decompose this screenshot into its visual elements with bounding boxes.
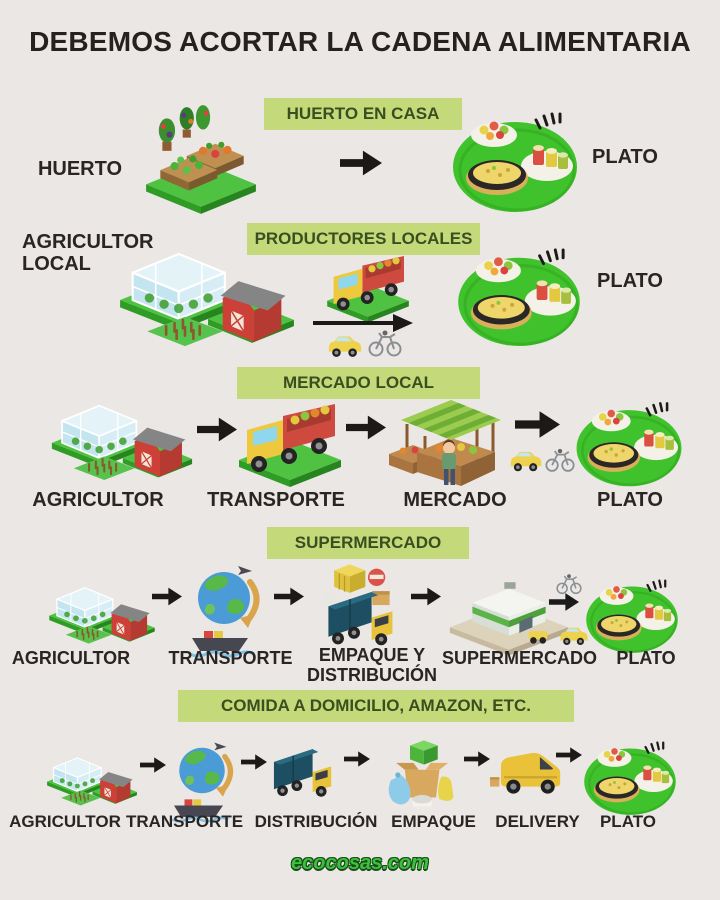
label-agricultor-local: AGRICULTOR LOCAL <box>22 231 154 276</box>
arrow-icon <box>515 411 560 438</box>
produce-truck-icon <box>235 393 345 490</box>
arrow-icon <box>344 750 370 768</box>
bicycle-icon <box>368 326 402 358</box>
arrow-icon <box>241 753 267 771</box>
farm-icon <box>118 218 296 360</box>
label-plato: PLATO <box>599 812 657 831</box>
arrow-icon <box>464 750 490 768</box>
label-plato: PLATO <box>597 270 663 292</box>
bicycle-icon <box>545 444 575 474</box>
label-transporte: TRANSPORTE <box>207 489 345 511</box>
label-transporte: TRANSPORTE <box>125 812 244 831</box>
farm-icon <box>46 377 198 491</box>
label-supermercado: SUPERMERCADO <box>442 648 598 668</box>
banner-huerto-en-casa: HUERTO EN CASA <box>264 98 462 130</box>
arrow-icon <box>549 592 579 612</box>
banner-comida-a-domicilio: COMIDA A DOMICILIO, AMAZON, ETC. <box>178 690 574 722</box>
arrow-icon <box>140 756 166 774</box>
arrow-icon <box>411 586 441 607</box>
label-agricultor: AGRICULTOR <box>11 648 131 668</box>
label-huerto: HUERTO <box>37 158 123 180</box>
plate-icon <box>582 734 678 822</box>
plate-icon <box>450 110 580 214</box>
label-transporte: TRANSPORTE <box>168 648 293 668</box>
label-empaque: EMPAQUE <box>391 812 476 831</box>
label-plato: PLATO <box>592 146 658 168</box>
label-plato: PLATO <box>597 489 663 511</box>
supermarket-icon <box>448 572 570 660</box>
arrow-icon <box>340 150 382 176</box>
packages-icon <box>384 730 462 820</box>
label-agricultor: AGRICULTOR <box>32 489 164 511</box>
label-empaque-distribucion: EMPAQUE Y DISTRIBUCIÓN <box>307 645 437 686</box>
cargo-truck-icon <box>268 742 340 810</box>
produce-truck-icon <box>322 248 414 324</box>
page-title: DEBEMOS ACORTAR LA CADENA ALIMENTARIA <box>29 26 691 57</box>
watermark: ecocosas.com <box>291 852 429 874</box>
banner-supermercado: SUPERMERCADO <box>267 527 469 559</box>
banner-mercado-local: MERCADO LOCAL <box>237 367 480 399</box>
car-icon <box>508 448 544 472</box>
globe-shipping-icon <box>184 560 264 660</box>
arrow-icon <box>152 586 182 607</box>
plate-icon <box>455 246 583 348</box>
label-plato: PLATO <box>616 648 676 668</box>
label-distribucion: DISTRIBUCIÓN <box>254 812 378 831</box>
garden-icon <box>140 103 262 217</box>
market-stall-icon <box>389 389 509 493</box>
banner-productores-locales: PRODUCTORES LOCALES <box>247 223 480 255</box>
label-agricultor: AGRICULTOR <box>9 812 121 831</box>
arrow-icon <box>556 746 582 764</box>
arrow-icon <box>274 586 304 607</box>
arrow-icon <box>346 415 386 440</box>
farm-icon <box>46 730 138 822</box>
farm-icon <box>48 558 156 660</box>
label-delivery: DELIVERY <box>495 812 580 831</box>
arrow-icon <box>197 417 237 442</box>
label-mercado: MERCADO <box>403 489 507 511</box>
plate-icon <box>574 399 684 489</box>
car-icon <box>326 332 364 358</box>
